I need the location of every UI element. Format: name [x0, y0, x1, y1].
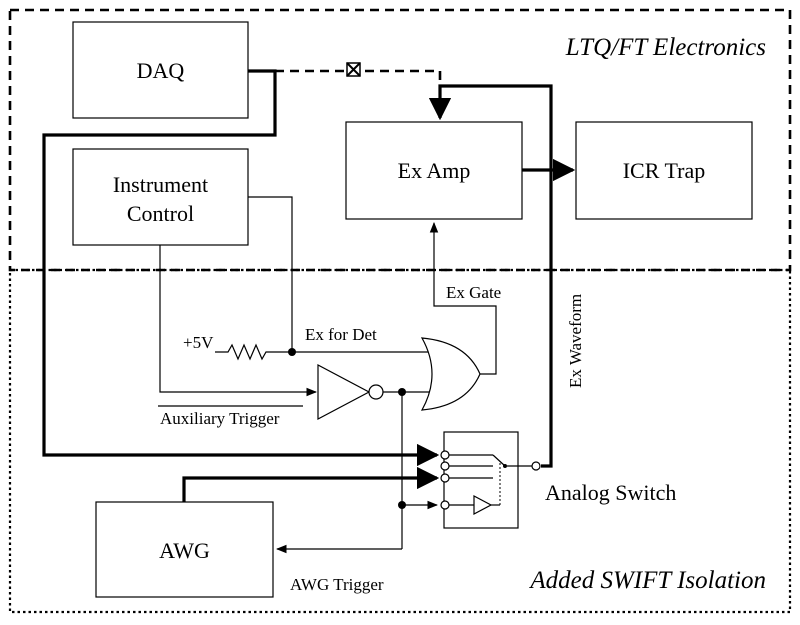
instrument-control-label-line1: Instrument — [113, 172, 208, 197]
ex-gate-label: Ex Gate — [446, 283, 501, 302]
ex-for-det-label: Ex for Det — [305, 325, 377, 344]
analog-switch-block — [443, 431, 519, 529]
instrument-control-ex-det-wire — [248, 196, 293, 352]
switch-control-junction — [398, 501, 406, 509]
ex-amp-block — [345, 121, 523, 220]
ex-waveform-wire — [428, 84, 553, 468]
ltq-ft-electronics-title: LTQ/FT Electronics — [565, 34, 766, 61]
daq-to-switch-wire — [42, 69, 440, 467]
daq-original-dashed-wire — [275, 69, 442, 86]
daq-label: DAQ — [137, 58, 185, 83]
or-gate — [420, 337, 481, 411]
pullup-resistor — [215, 343, 428, 361]
auxiliary-trigger-wire — [159, 245, 318, 397]
instrument-control-block — [72, 148, 249, 246]
ltq-ft-electronics-region — [8, 8, 792, 272]
awg-block — [95, 501, 274, 598]
swift-isolation-title: Added SWIFT Isolation — [528, 567, 766, 594]
icr-trap-block — [575, 121, 753, 220]
awg-trigger-label: AWG Trigger — [290, 575, 384, 594]
instrument-control-label-line2: Control — [127, 201, 194, 226]
analog-switch-label: Analog Switch — [545, 480, 676, 505]
ex-amp-label: Ex Amp — [398, 158, 471, 183]
plus5v-label: +5V — [183, 333, 214, 352]
inverter-bubble — [368, 384, 384, 400]
ex-for-det-junction — [288, 348, 296, 356]
icr-trap-label: ICR Trap — [623, 158, 706, 183]
ex-waveform-label: Ex Waveform — [566, 294, 585, 388]
auxiliary-trigger-label: Auxiliary Trigger — [160, 409, 280, 428]
daq-block — [72, 21, 249, 119]
awg-to-switch-wire — [182, 466, 440, 502]
inverter-gate — [317, 364, 371, 420]
analog-switch-internals — [440, 450, 541, 515]
broken-connection-icon — [346, 62, 361, 77]
awg-label: AWG — [159, 538, 210, 563]
ex-gate-wire — [429, 221, 497, 375]
